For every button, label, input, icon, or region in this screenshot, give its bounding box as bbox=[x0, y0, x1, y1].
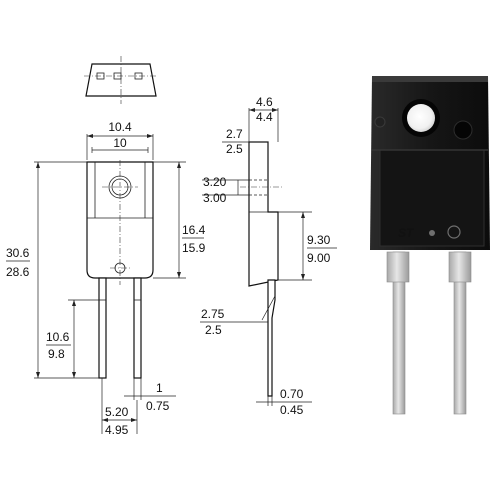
dim-tab-min: 2.5 bbox=[226, 142, 243, 156]
top-view-lead-mark bbox=[96, 72, 105, 80]
arrowheads bbox=[249, 108, 278, 112]
dim-pitch-max: 5.20 bbox=[105, 405, 129, 419]
dim-bend-max: 2.75 bbox=[201, 307, 225, 321]
top-view-lead-mark bbox=[113, 72, 122, 80]
dim-lead-min: 9.8 bbox=[48, 347, 65, 361]
dim-bend-min: 2.5 bbox=[205, 323, 222, 337]
dim-step-max: 9.30 bbox=[307, 233, 331, 247]
photo-small-hole bbox=[453, 120, 473, 140]
photo-body-top-edge bbox=[372, 76, 488, 82]
dim-thickness-min: 4.4 bbox=[256, 110, 273, 124]
dim-hole-min: 3.00 bbox=[203, 191, 227, 205]
dim-height-max: 30.6 bbox=[6, 246, 30, 260]
dim-height-min: 28.6 bbox=[6, 265, 30, 279]
dim-step-min: 9.00 bbox=[307, 251, 331, 265]
photo-lead-left-shoulder bbox=[386, 251, 410, 283]
dim-thickness-max: 4.6 bbox=[256, 95, 273, 109]
photo-logo: ST bbox=[398, 226, 415, 240]
front-lead-left bbox=[98, 277, 107, 379]
dim-pitch-min: 4.95 bbox=[105, 423, 129, 437]
dim-width-min: 10 bbox=[113, 136, 127, 150]
dim-body-max: 16.4 bbox=[182, 223, 206, 237]
top-view bbox=[84, 56, 158, 104]
dim-tab-max: 2.7 bbox=[226, 127, 243, 141]
dim-width-max: 10.4 bbox=[108, 120, 132, 134]
dim-hole-max: 3.20 bbox=[203, 175, 227, 189]
dim-body-min: 15.9 bbox=[182, 241, 206, 255]
dim-lead-width-max: 1 bbox=[156, 381, 163, 395]
dim-lead-thick-min: 0.45 bbox=[280, 403, 304, 417]
photo-mount-hole bbox=[407, 104, 435, 132]
component-photo: ST bbox=[370, 76, 490, 415]
front-view: 10.4 10 30.6 28.6 16.4 15. bbox=[6, 120, 206, 437]
dim-lead-thick-max: 0.70 bbox=[280, 387, 304, 401]
dim-leader-bend bbox=[261, 295, 276, 321]
photo-lead-right-shoulder bbox=[448, 251, 472, 283]
front-lead-right bbox=[133, 277, 142, 379]
side-view: 4.6 4.4 2.7 2.5 3.20 3.00 9.30 9.00 2.75… bbox=[200, 95, 337, 417]
photo-marker-dot bbox=[374, 116, 386, 128]
photo-circle-mark bbox=[447, 225, 461, 239]
dim-lead-width-min: 0.75 bbox=[146, 399, 170, 413]
side-body bbox=[248, 141, 279, 287]
top-view-lead-mark bbox=[134, 72, 143, 80]
side-lead bbox=[267, 279, 276, 397]
photo-dot-mark bbox=[429, 230, 435, 236]
dim-lead-max: 10.6 bbox=[46, 330, 70, 344]
